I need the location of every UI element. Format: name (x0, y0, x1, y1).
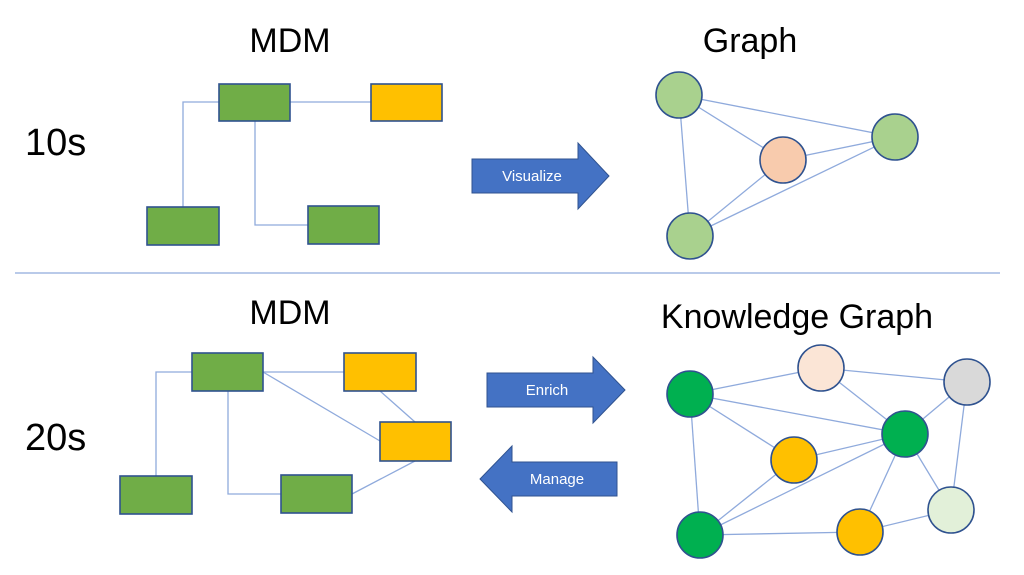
mdm-edge (254, 121, 308, 226)
graph-edge (699, 433, 906, 536)
mdm-entity-yellow (370, 83, 443, 122)
kg-node-dark-green (676, 511, 724, 559)
mdm-entity-green (218, 83, 291, 122)
top-graph-title: Graph (703, 22, 798, 60)
mdm-edge (155, 371, 192, 476)
mdm-entity-green (146, 206, 220, 246)
mdm-entity-green (280, 474, 353, 514)
mdm-edge (351, 460, 416, 495)
graph-node-light-green (655, 71, 703, 119)
knowledge-graph-nodes (666, 344, 991, 559)
graph-edge (699, 531, 861, 536)
visualize-arrow: Visualize (471, 141, 610, 211)
arrow-right-icon (471, 141, 610, 211)
graph-edge (689, 393, 906, 435)
knowledge-graph-title: Knowledge Graph (661, 298, 933, 336)
bottom-mdm-edges (155, 371, 416, 495)
manage-label: Manage (530, 471, 584, 488)
mdm-entity-green (119, 475, 193, 515)
mdm-entity-green (307, 205, 380, 245)
top-mdm-edges (182, 101, 371, 226)
era-label-10s: 10s (25, 122, 86, 164)
kg-node-dark-green (666, 370, 714, 418)
mdm-edge (379, 390, 416, 423)
kg-node-gray (943, 358, 991, 406)
bottom-mdm-title: MDM (249, 294, 330, 332)
kg-node-pale-green (927, 486, 975, 534)
graph-node-light-green (871, 113, 919, 161)
visualize-label: Visualize (502, 168, 562, 185)
graph-node-light-green (666, 212, 714, 260)
graph-edge (678, 94, 896, 138)
top-mdm-title: MDM (249, 22, 330, 60)
mdm-entity-yellow (343, 352, 417, 392)
mdm-entity-yellow (379, 421, 452, 462)
manage-arrow: Manage (479, 444, 618, 514)
enrich-arrow: Enrich (486, 355, 626, 425)
arrow-left-icon (479, 444, 618, 514)
graph-edge (820, 367, 968, 383)
enrich-label: Enrich (526, 382, 569, 399)
graph-edge (689, 136, 896, 237)
kg-node-yellow (770, 436, 818, 484)
era-label-20s: 20s (25, 417, 86, 459)
kg-node-light-peach (797, 344, 845, 392)
graph-node-peach (759, 136, 807, 184)
kg-node-yellow (836, 508, 884, 556)
mdm-edge (227, 391, 281, 495)
knowledge-graph-edges (689, 367, 968, 536)
mdm-entity-green (191, 352, 264, 392)
top-graph-nodes (655, 71, 919, 260)
kg-node-dark-green (881, 410, 929, 458)
mdm-edge (182, 101, 219, 207)
arrow-right-icon (486, 355, 626, 425)
mdm-edge (262, 371, 381, 442)
bottom-mdm-nodes (119, 352, 452, 515)
top-mdm-nodes (146, 83, 443, 246)
